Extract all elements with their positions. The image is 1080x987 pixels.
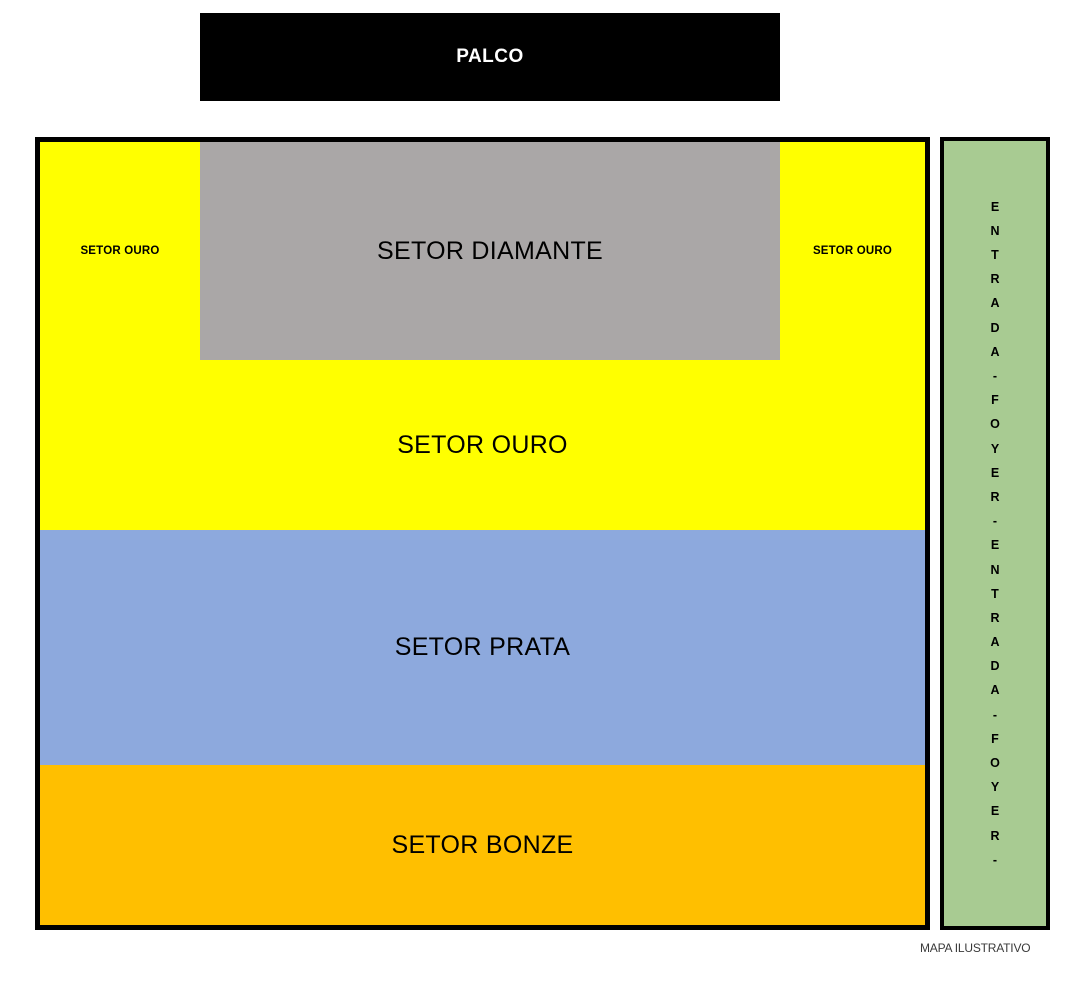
top-band: SETOR OURO SETOR DIAMANTE SETOR OURO: [40, 142, 925, 360]
foyer-letter: -: [992, 707, 998, 722]
foyer-letter: E: [990, 538, 1000, 553]
illustrative-map-caption: MAPA ILUSTRATIVO: [920, 941, 1031, 955]
foyer-letter: R: [990, 828, 1000, 843]
stage-label: PALCO: [456, 46, 524, 67]
sector-ouro-main[interactable]: SETOR OURO: [40, 360, 925, 530]
foyer-letter: A: [990, 635, 1000, 650]
foyer-letter: -: [992, 369, 998, 384]
sector-diamante[interactable]: SETOR DIAMANTE: [200, 142, 780, 360]
sector-ouro-right-label: SETOR OURO: [812, 245, 893, 257]
foyer-letter: A: [990, 296, 1000, 311]
foyer-letter: N: [990, 562, 1000, 577]
foyer-letter: -: [992, 852, 998, 867]
sector-bonze-label: SETOR BONZE: [391, 830, 574, 859]
foyer-letter: -: [992, 514, 998, 529]
foyer-letter: Y: [990, 441, 1000, 456]
sector-ouro-left-label: SETOR OURO: [80, 245, 160, 257]
sector-bonze[interactable]: SETOR BONZE: [40, 765, 925, 925]
foyer-letter: R: [990, 489, 1000, 504]
sector-prata-label: SETOR PRATA: [394, 633, 571, 661]
foyer-letter: A: [990, 344, 1000, 359]
foyer-letter: R: [990, 610, 1000, 625]
foyer-letter: R: [990, 272, 1000, 287]
foyer-letter: E: [990, 465, 1000, 480]
foyer-letter: D: [990, 320, 1000, 335]
sector-ouro-right[interactable]: SETOR OURO: [780, 142, 925, 360]
foyer-letter: Y: [990, 780, 1000, 795]
foyer-letter: O: [990, 756, 1000, 771]
foyer-letter: T: [991, 248, 999, 263]
stage-block: PALCO: [200, 13, 780, 101]
foyer-letter: F: [991, 731, 999, 746]
sector-ouro-left[interactable]: SETOR OURO: [40, 142, 200, 360]
sector-prata[interactable]: SETOR PRATA: [40, 530, 925, 765]
sector-ouro-main-label: SETOR OURO: [397, 430, 568, 459]
foyer-letter: F: [991, 393, 999, 408]
seating-hall: SETOR OURO SETOR DIAMANTE SETOR OURO SET…: [35, 137, 930, 930]
sector-diamante-label: SETOR DIAMANTE: [377, 236, 603, 265]
foyer-letter: D: [990, 659, 1000, 674]
foyer-letter: N: [990, 223, 1000, 238]
foyer-letter: T: [991, 586, 999, 601]
foyer-letter: E: [990, 199, 1000, 214]
foyer-letter: E: [990, 804, 1000, 819]
foyer-letter: O: [990, 417, 1000, 432]
foyer-letter: A: [990, 683, 1000, 698]
